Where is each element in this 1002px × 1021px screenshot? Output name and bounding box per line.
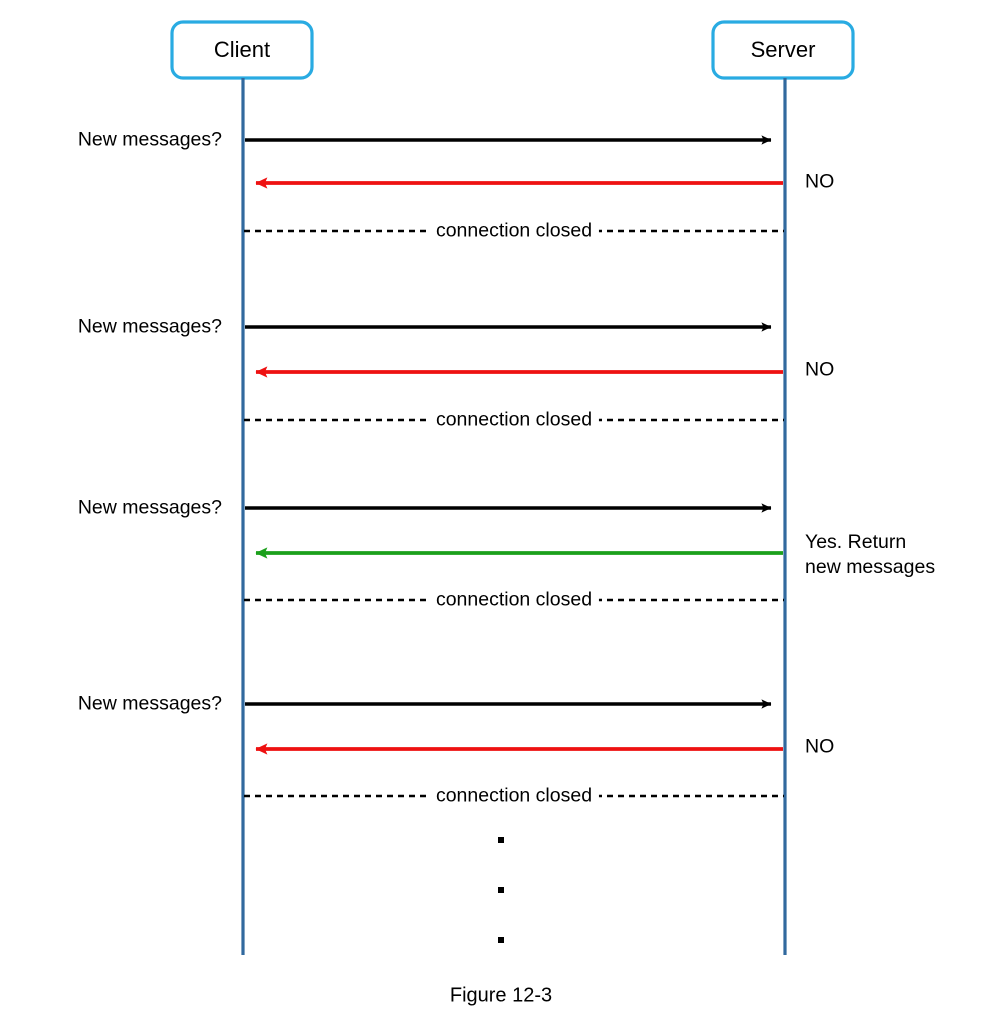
connection-closed-label-4: connection closed <box>428 783 600 809</box>
request-label-2: New messages? <box>77 315 222 338</box>
continuation-dot-1 <box>498 837 504 843</box>
request-label-4: New messages? <box>77 692 222 715</box>
continuation-dots <box>498 837 504 943</box>
actor-label-client: Client <box>213 37 271 62</box>
request-label-3: New messages? <box>77 496 222 519</box>
actor-boxes <box>170 20 855 80</box>
response-label-2: NO <box>805 358 835 381</box>
actor-label-server: Server <box>750 37 816 62</box>
cycle-4-messages <box>244 699 784 798</box>
connection-closed-label-2: connection closed <box>428 407 600 433</box>
lifelines <box>241 78 787 955</box>
response-label-4: NO <box>805 735 835 758</box>
continuation-dot-3 <box>498 937 504 943</box>
connection-closed-label-1: connection closed <box>428 218 600 244</box>
figure-caption: Figure 12-3 <box>449 984 553 1007</box>
cycle-2-messages <box>244 322 784 422</box>
actor-box-server <box>711 20 855 80</box>
cycle-1-messages <box>244 135 784 233</box>
cycle-3-messages <box>244 503 784 602</box>
response-label-3: Yes. Return new messages <box>805 531 936 578</box>
connection-closed-label-3: connection closed <box>428 587 600 613</box>
response-label-1: NO <box>805 170 835 193</box>
continuation-dot-2 <box>498 887 504 893</box>
request-label-1: New messages? <box>77 128 222 151</box>
